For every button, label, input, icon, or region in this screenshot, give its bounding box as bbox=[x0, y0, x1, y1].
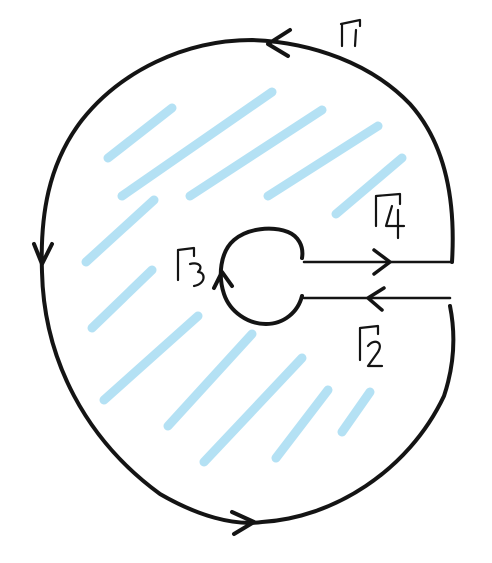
contour-gamma4 bbox=[302, 248, 454, 276]
contour-gamma1 bbox=[32, 28, 456, 536]
contour-gamma3 bbox=[212, 226, 305, 326]
shaded-region bbox=[81, 87, 407, 467]
hatch-stroke bbox=[185, 105, 327, 201]
hatch-stroke bbox=[103, 103, 177, 163]
hatch-stroke bbox=[117, 87, 277, 201]
hatch-stroke bbox=[337, 387, 375, 437]
hatch-stroke bbox=[81, 195, 159, 267]
label-gamma1: Γ 1 bbox=[339, 18, 362, 48]
hatch-stroke bbox=[163, 329, 257, 431]
label-gamma3: Γ 3 bbox=[176, 246, 205, 288]
label-gamma4: Γ 4 bbox=[374, 192, 406, 240]
contour-gamma2 bbox=[302, 286, 452, 312]
hatch-stroke bbox=[271, 385, 333, 463]
lower-cut-arrow bbox=[366, 286, 386, 312]
hatch-stroke bbox=[99, 311, 203, 405]
hatch-stroke bbox=[199, 353, 307, 467]
inner-boundary-curve bbox=[218, 226, 305, 326]
hatch-stroke bbox=[331, 153, 407, 219]
label-gamma2: Γ 2 bbox=[358, 324, 384, 368]
hatch-stroke bbox=[87, 265, 157, 333]
hatch-stroke bbox=[263, 121, 383, 201]
direction-arrow-top bbox=[266, 28, 292, 58]
direction-arrow-left bbox=[32, 242, 54, 266]
direction-arrow-bottom bbox=[230, 510, 256, 536]
inner-direction-arrow bbox=[212, 270, 234, 290]
upper-cut-arrow bbox=[372, 248, 392, 276]
outer-boundary-curve bbox=[39, 38, 456, 525]
